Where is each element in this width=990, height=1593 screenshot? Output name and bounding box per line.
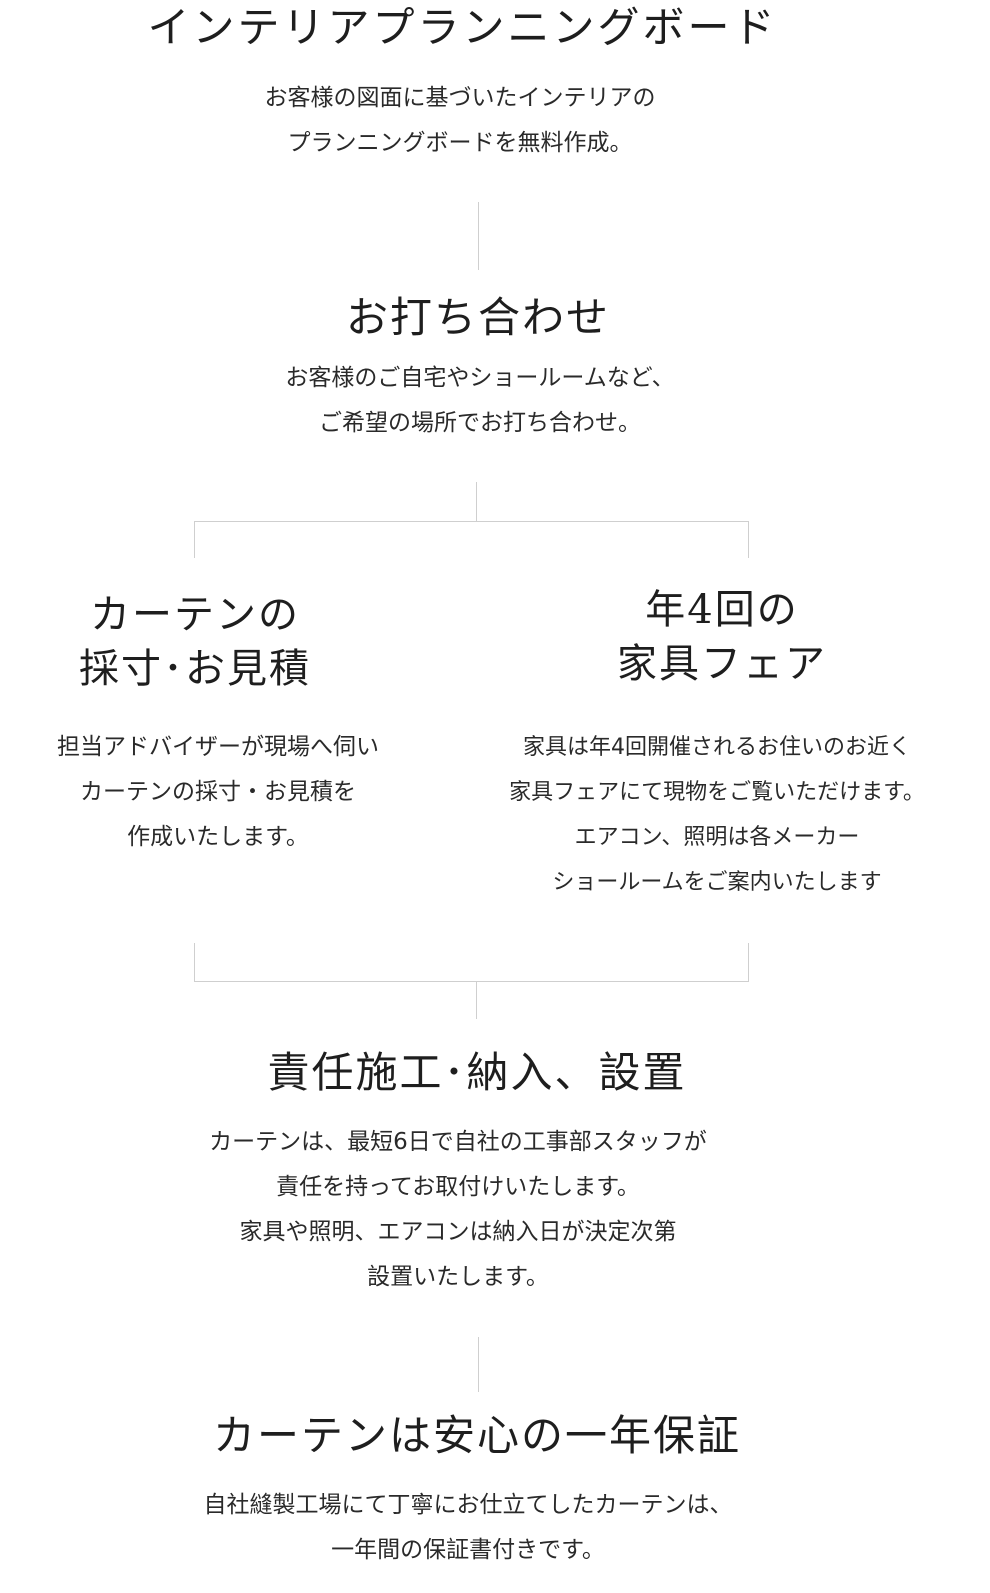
- desc-line: 担当アドバイザーが現場へ伺い: [57, 734, 379, 760]
- connector-line: [476, 482, 477, 522]
- step-title-planning: インテリアプランニングボード: [147, 3, 778, 52]
- title-line: カーテンの: [90, 592, 300, 638]
- desc-line: ショールームをご案内いたします: [552, 870, 882, 895]
- step-desc-furniture-fair: 家具は年4回開催されるお住いのお近く 家具フェアにて現物をご覧いただけます。 エ…: [472, 725, 962, 905]
- step-title-curtain-measure: カーテンの 採寸･お見積: [0, 588, 390, 696]
- step-desc-curtain-measure: 担当アドバイザーが現場へ伺い カーテンの採寸・お見積を 作成いたします。: [0, 725, 436, 860]
- desc-line: カーテンは、最短6日で自社の工事部スタッフが: [209, 1129, 707, 1155]
- step-title-meeting: お打ち合わせ: [345, 293, 610, 342]
- desc-line: エアコン、照明は各メーカー: [574, 825, 860, 850]
- connector-line: [748, 943, 749, 981]
- desc-line: 家具フェアにて現物をご覧いただけます。: [509, 780, 925, 805]
- desc-line: 家具は年4回開催されるお住いのお近く: [523, 735, 911, 760]
- desc-line: お客様の図面に基づいたインテリアの: [264, 85, 656, 111]
- title-line: 家具フェア: [617, 641, 827, 687]
- connector-line: [194, 521, 195, 558]
- connector-line: [478, 202, 479, 270]
- desc-line: お客様のご自宅やショールームなど、: [285, 365, 675, 391]
- step-desc-planning: お客様の図面に基づいたインテリアの プランニングボードを無料作成。: [0, 76, 920, 166]
- step-title-warranty: カーテンは安心の一年保証: [212, 1411, 741, 1460]
- desc-line: プランニングボードを無料作成。: [287, 130, 633, 156]
- connector-line: [194, 943, 195, 981]
- desc-line: 責任を持ってお取付けいたします。: [276, 1174, 640, 1200]
- desc-line: 自社縫製工場にて丁寧にお仕立てしたカーテンは、: [203, 1492, 733, 1518]
- connector-line: [748, 521, 749, 558]
- title-line: 採寸･お見積: [79, 646, 311, 692]
- step-desc-installation: カーテンは、最短6日で自社の工事部スタッフが 責任を持ってお取付けいたします。 …: [0, 1120, 916, 1300]
- step-title-furniture-fair: 年4回の 家具フェア: [616, 583, 828, 691]
- desc-line: カーテンの採寸・お見積を: [80, 779, 356, 805]
- desc-line: 設置いたします。: [367, 1264, 549, 1290]
- desc-line: 一年間の保証書付きです。: [331, 1537, 605, 1563]
- connector-line: [478, 1337, 479, 1392]
- branch-connector: [194, 521, 749, 522]
- desc-line: 家具や照明、エアコンは納入日が決定次第: [239, 1219, 677, 1245]
- step-desc-meeting: お客様のご自宅やショールームなど、 ご希望の場所でお打ち合わせ。: [0, 356, 960, 446]
- title-line: 年4回の: [645, 587, 799, 633]
- desc-line: ご希望の場所でお打ち合わせ。: [319, 410, 641, 436]
- connector-line: [476, 981, 477, 1019]
- step-desc-warranty: 自社縫製工場にて丁寧にお仕立てしたカーテンは、 一年間の保証書付きです。: [0, 1483, 936, 1573]
- step-title-installation: 責任施工･納入、設置: [267, 1048, 687, 1097]
- merge-connector: [194, 981, 749, 982]
- desc-line: 作成いたします。: [127, 824, 309, 850]
